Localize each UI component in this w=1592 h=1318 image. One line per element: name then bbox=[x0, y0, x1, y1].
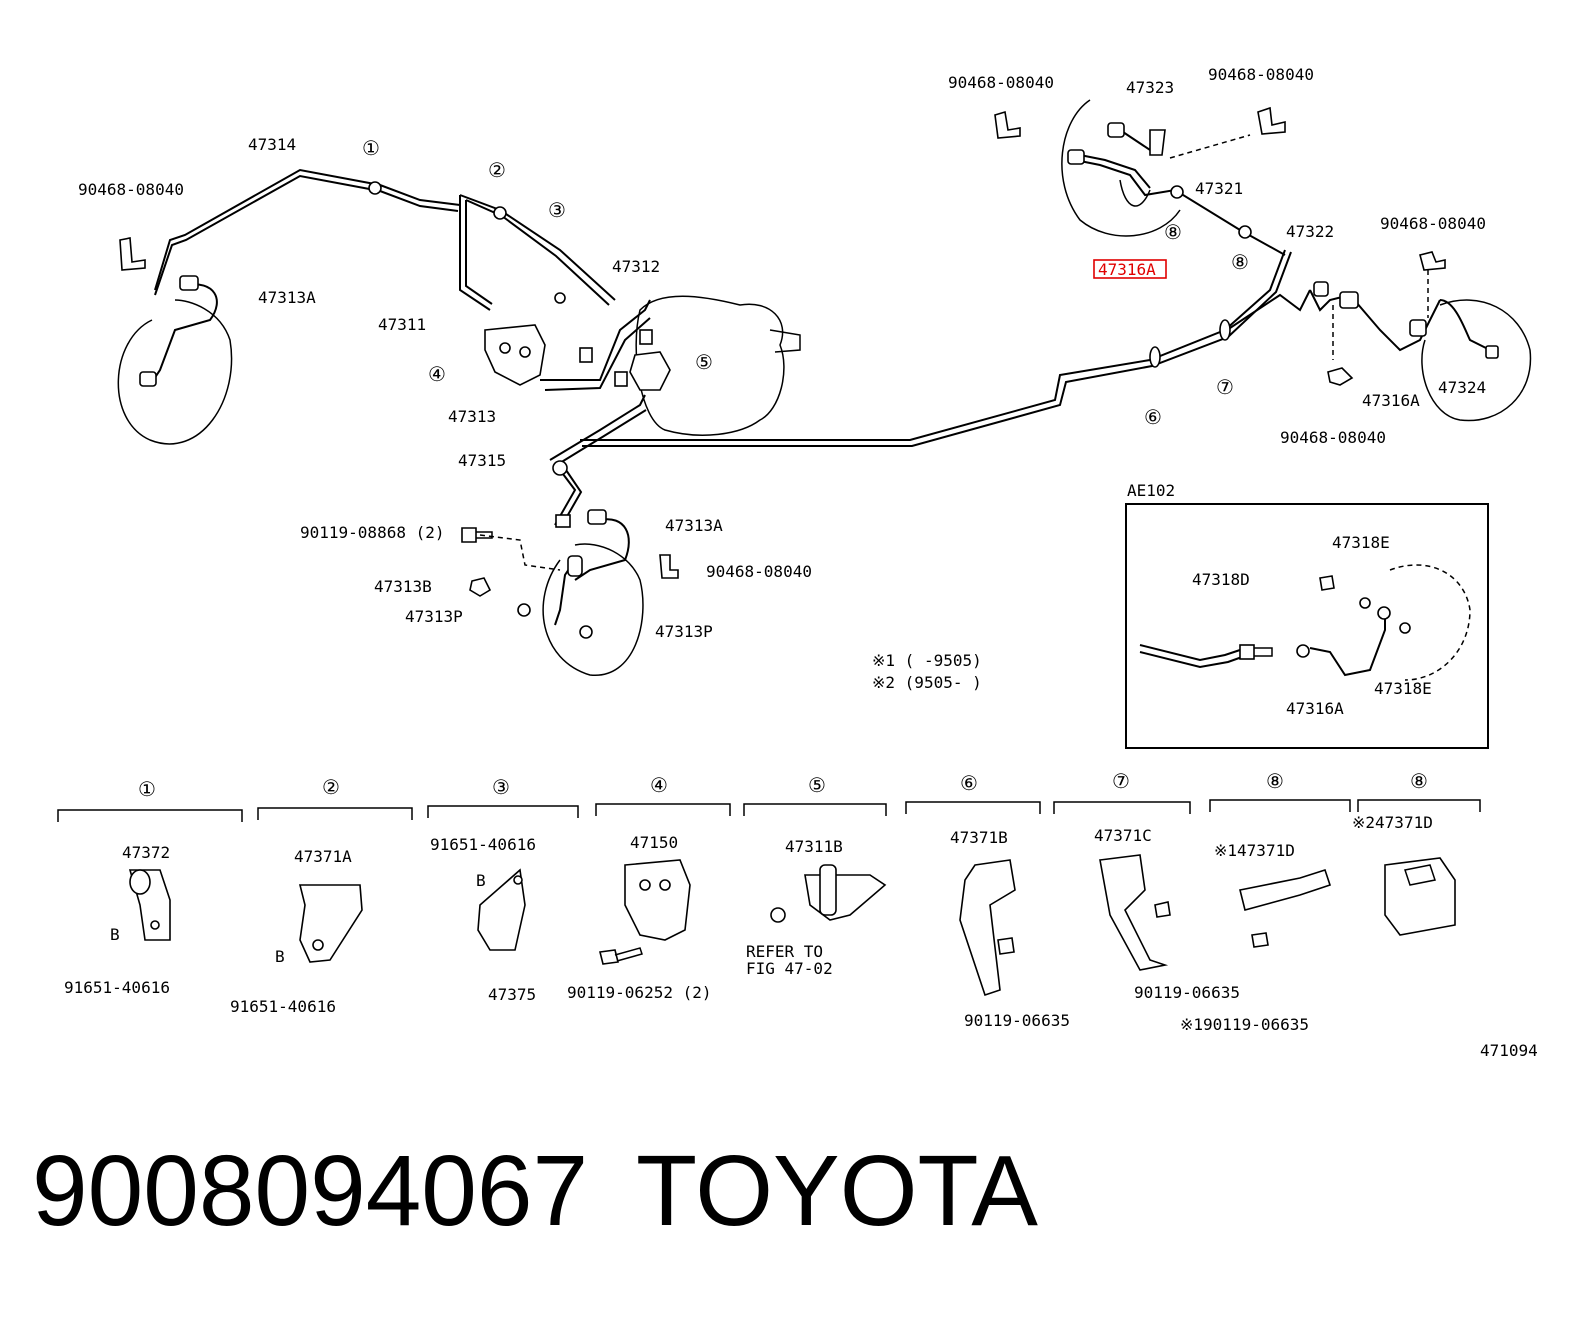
clamp-part-4: 47150 bbox=[630, 833, 678, 852]
label-clip-a: 90468-08040 bbox=[948, 73, 1054, 92]
label-clip-lower: 90468-08040 bbox=[706, 562, 812, 581]
clamp-part-6: 47371B bbox=[950, 828, 1008, 847]
figure-code: 471094 bbox=[1480, 1041, 1538, 1060]
clamp-marker-4: ④ bbox=[650, 773, 668, 797]
inset-ae102 bbox=[1125, 503, 1489, 749]
clamp-bolt-4: 90119-06252 (2) bbox=[567, 983, 712, 1002]
marker-6: ⑥ bbox=[1144, 405, 1162, 429]
left-front-brake-assembly bbox=[117, 168, 461, 445]
rear-left-brake-assembly bbox=[994, 99, 1286, 256]
marker-7: ⑦ bbox=[1216, 375, 1234, 399]
clip-icon bbox=[659, 554, 679, 579]
label-pipe-47324: 47324 bbox=[1438, 378, 1486, 397]
clamp-sub-1: B bbox=[110, 925, 120, 944]
clamp-part-8b: ※247371D bbox=[1352, 813, 1433, 832]
marker-3: ③ bbox=[548, 198, 566, 222]
label-47318D: 47318D bbox=[1192, 570, 1250, 589]
clamp-sub-2: B bbox=[275, 947, 285, 966]
clip-icon bbox=[119, 237, 146, 271]
part-labels: 90468-08040 47314 47313A 47311 47313 473… bbox=[64, 65, 1538, 1060]
label-47318E-a: 47318E bbox=[1332, 533, 1390, 552]
label-clip-c: 90468-08040 bbox=[1380, 214, 1486, 233]
clamp-marker-3: ③ bbox=[492, 775, 510, 799]
clamp-ref2-5: FIG 47-02 bbox=[746, 959, 833, 978]
marker-2: ② bbox=[488, 158, 506, 182]
note-2: ※2 (9505- ) bbox=[872, 673, 982, 692]
marker-4: ④ bbox=[428, 362, 446, 386]
clamp-row-brackets bbox=[57, 799, 1481, 822]
part-number: 9008094067 bbox=[32, 1135, 588, 1247]
pipe-joint-1 bbox=[368, 181, 382, 195]
clamp-marker-2: ② bbox=[322, 775, 340, 799]
label-47313B: 47313B bbox=[374, 577, 432, 596]
label-clip: 90468-08040 bbox=[78, 180, 184, 199]
label-union-47313: 47313 bbox=[448, 407, 496, 426]
label-47318E-b: 47318E bbox=[1374, 679, 1432, 698]
proportioning-valve-icon bbox=[484, 324, 546, 386]
label-hose-47316A: 47316A bbox=[1362, 391, 1420, 410]
brand-name: TOYOTA bbox=[636, 1135, 1038, 1247]
clamp-part-7: 47371C bbox=[1094, 826, 1152, 845]
clamp-marker-7: ⑦ bbox=[1112, 769, 1130, 793]
clamp-bolt-1: 91651-40616 bbox=[64, 978, 170, 997]
rear-brake-pipe bbox=[580, 249, 1311, 447]
highlight-box bbox=[1093, 259, 1167, 279]
label-hose-47313A: 47313A bbox=[258, 288, 316, 307]
valve-5-icon bbox=[629, 351, 671, 391]
clamp-marker-8a: ⑧ bbox=[1266, 769, 1284, 793]
label-pipe-47312: 47312 bbox=[612, 257, 660, 276]
label-hose-47316A-highlight: 47316A bbox=[1098, 260, 1156, 279]
label-hose-lower: 47313A bbox=[665, 516, 723, 535]
marker-1: ① bbox=[362, 136, 380, 160]
clamp-marker-1: ① bbox=[138, 777, 156, 801]
marker-5: ⑤ bbox=[695, 350, 713, 374]
clamp-part-8a: ※147371D bbox=[1214, 841, 1295, 860]
label-47313P-b: 47313P bbox=[655, 622, 713, 641]
clamp-bolt-8a: ※190119-06635 bbox=[1180, 1015, 1309, 1034]
clamp-marker-6: ⑥ bbox=[960, 771, 978, 795]
label-pipe-47323: 47323 bbox=[1126, 78, 1174, 97]
clamp-part-3: 47375 bbox=[488, 985, 536, 1004]
master-cylinder-assembly bbox=[459, 194, 801, 528]
clamp-part-5: 47311B bbox=[785, 837, 843, 856]
clamp-marker-8b: ⑧ bbox=[1410, 769, 1428, 793]
footer: 9008094067 TOYOTA bbox=[32, 1135, 1038, 1247]
label-pipe-47321: 47321 bbox=[1195, 179, 1243, 198]
label-pipe-47315: 47315 bbox=[458, 451, 506, 470]
clamp-ref1-5: REFER TO bbox=[746, 942, 823, 961]
marker-8b: ⑧ bbox=[1231, 250, 1249, 274]
clamp-bolt-7: 90119-06635 bbox=[1134, 983, 1240, 1002]
clamp-part-1: 47372 bbox=[122, 843, 170, 862]
label-bolt: 90119-08868 (2) bbox=[300, 523, 445, 542]
marker-8a: ⑧ bbox=[1164, 220, 1182, 244]
label-inset-47316A: 47316A bbox=[1286, 699, 1344, 718]
clamp-sub-3: B bbox=[476, 871, 486, 890]
label-pipe-47311: 47311 bbox=[378, 315, 426, 334]
lower-left-brake-assembly bbox=[461, 509, 679, 676]
clamp-bolt-3: 91651-40616 bbox=[430, 835, 536, 854]
clamp-bolt-6: 90119-06635 bbox=[964, 1011, 1070, 1030]
clamp-parts-icons bbox=[128, 854, 1456, 997]
note-1: ※1 ( -9505) bbox=[872, 651, 982, 670]
rear-right-brake-assembly bbox=[1309, 251, 1532, 422]
clamp-bolt-2: 91651-40616 bbox=[230, 997, 336, 1016]
label-pipe-47322: 47322 bbox=[1286, 222, 1334, 241]
label-47313P-a: 47313P bbox=[405, 607, 463, 626]
label-clip-b: 90468-08040 bbox=[1208, 65, 1314, 84]
label-pipe-47314: 47314 bbox=[248, 135, 296, 154]
label-clip-d: 90468-08040 bbox=[1280, 428, 1386, 447]
inset-title: AE102 bbox=[1127, 481, 1175, 500]
clamp-marker-5: ⑤ bbox=[808, 773, 826, 797]
clamp-part-2: 47371A bbox=[294, 847, 352, 866]
